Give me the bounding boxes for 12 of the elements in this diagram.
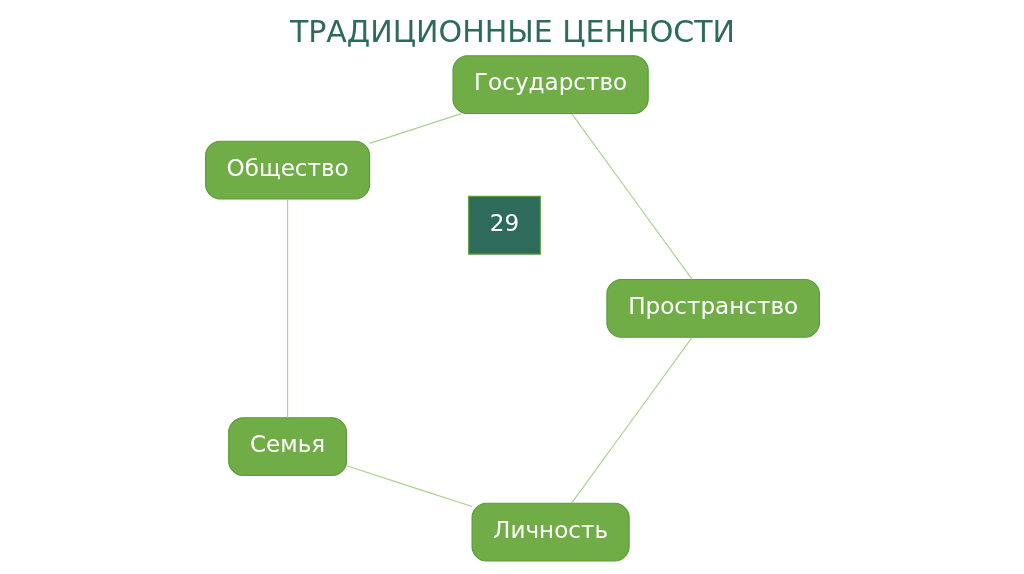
node-box: Государство	[451, 55, 649, 115]
diagram-title: ТРАДИЦИОННЫЕ ЦЕННОСТИ	[289, 13, 735, 49]
connector	[570, 113, 693, 281]
connector	[570, 337, 692, 504]
connector	[286, 198, 288, 419]
node-box: Пространство	[605, 278, 820, 338]
node-box: Общество	[204, 140, 370, 200]
connector	[345, 465, 473, 508]
node-box: Семья	[227, 417, 347, 477]
connector	[368, 113, 462, 144]
node-box: Личность	[471, 502, 630, 562]
label: 29	[489, 210, 519, 236]
